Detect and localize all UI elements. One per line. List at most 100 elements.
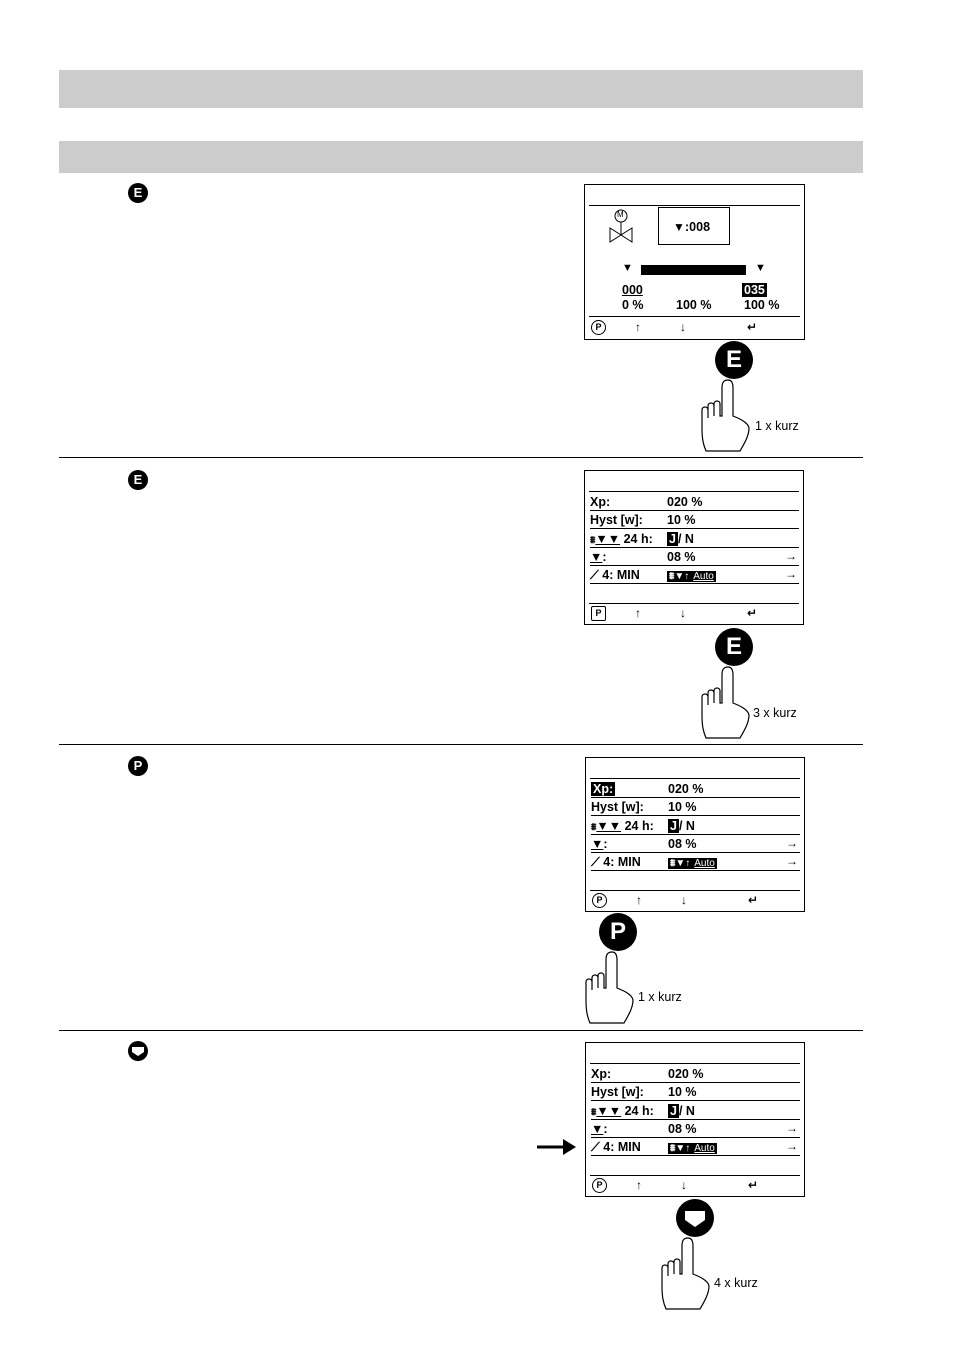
step-divider [59,1030,863,1031]
arrow-up-icon: ↑ [636,893,642,907]
param-label: 4: MIN [603,855,641,869]
option-j: J [668,819,679,833]
param-label: 24 h: [624,819,654,833]
param-row[interactable]: Hyst [w]:10 % [591,798,800,816]
step-1: E [59,172,863,458]
param-label: : [603,1122,608,1136]
enter-icon: ↵ [748,1178,759,1192]
param-row[interactable]: ⩩▼▼ 24 h:J/ N [590,530,799,548]
mode-indicator: ⩩▼↑ [668,858,693,869]
press-caption: 4 x kurz [714,1276,758,1290]
arrow-right-icon: → [786,1139,798,1153]
min-marker-icon: ▼ [622,262,633,274]
param-value: / N [677,532,694,546]
param-value: Auto [691,571,716,582]
hand-icon [585,951,634,1024]
key-p-icon: P [128,756,148,776]
box-value: :008 [685,220,711,234]
param-row[interactable]: ⟋ 4: MIN ⩩▼↑Auto → [591,853,800,871]
lcd-footer: P↑↓↵ [589,606,799,622]
enter-icon: ↵ [747,606,758,620]
param-row[interactable]: ▼:08 %→ [591,1120,800,1138]
param-label: Xp: [591,1067,612,1081]
key-down-icon [128,1041,148,1061]
step-divider [59,744,863,745]
param-value: 08 % [668,1122,697,1136]
param-value: 020 % [667,495,703,509]
arrow-up-icon: ↑ [635,606,641,620]
hand-icon [661,1237,710,1310]
lcd-footer: P ↑ ↓ ↵ [589,320,800,336]
prog-icon: P [591,320,606,335]
param-value: 08 % [667,550,696,564]
ramp-icon: ⟋ [591,1140,600,1154]
param-value: 08 % [668,837,697,851]
press-button-down[interactable] [676,1199,714,1237]
param-label: : [602,550,607,564]
valve-marker-icon: ▼ [591,837,604,851]
pump-icon: ⩩ [591,1107,597,1118]
arrow-down-key-icon [685,1211,705,1227]
lcd-param-screen: Xp: 020 % Hyst [w]:10 %⩩▼▼ 24 h:J/ N ▼: 08 %… [584,470,804,625]
section-band [59,141,863,173]
param-row[interactable]: ▼: 08 % → [590,548,799,566]
press-caption: 1 x kurz [755,419,799,433]
param-row[interactable]: ⟋ 4: MIN⩩▼↑Auto→ [590,566,799,584]
valve-icon [609,209,633,243]
press-button-e[interactable]: E [715,341,753,379]
valve-marker-icon: ▼▼ [595,532,621,546]
arrow-up-icon: ↑ [636,1178,642,1192]
param-row[interactable]: Xp:020 % [591,1065,800,1083]
arrow-right-icon: → [786,854,798,868]
step-3: P [59,745,863,1031]
param-row[interactable]: Xp:020 % [591,780,800,798]
max-marker-icon: ▼ [755,262,766,274]
param-value: / N [678,1104,695,1118]
press-button-p[interactable]: P [599,913,637,951]
arrow-right-icon: → [785,549,797,563]
param-value: 020 % [668,782,704,796]
press-caption: 1 x kurz [638,990,682,1004]
position-bar [641,265,746,275]
hand-icon [701,379,750,452]
valve-marker-icon: ▼ [590,550,603,564]
param-row[interactable]: Hyst [w]:10 % [591,1083,800,1101]
lcd-valve-screen: M ▼ :008 ▼ ▼ 000 035 0 % 100 % 100 % P ↑… [584,184,805,340]
step-divider [59,457,863,458]
motor-label: M [617,210,624,219]
pct-right: 100 % [744,298,780,312]
param-label: 4: MIN [602,568,640,582]
pump-icon: ⩩ [590,535,596,546]
param-row[interactable]: Hyst [w]:10 % [590,511,799,529]
param-value: 10 % [667,513,696,527]
arrow-up-icon: ↑ [635,320,641,334]
pct-left: 0 % [622,298,644,312]
valve-marker-icon: ▼▼ [596,1104,622,1118]
pointer-arrow-icon [537,1139,576,1155]
value-box: ▼ :008 [658,207,730,245]
press-button-e[interactable]: E [715,628,753,666]
option-j: J [667,532,678,546]
param-row[interactable]: ⩩▼▼ 24 h:J/ N [591,817,800,835]
param-row[interactable]: ⟋ 4: MIN⩩▼↑Auto→ [591,1138,800,1156]
arrow-right-icon: → [786,836,798,850]
option-j: J [668,1104,679,1118]
right-value: 035 [742,283,767,297]
enter-icon: ↵ [747,320,758,334]
pct-mid: 100 % [676,298,712,312]
param-value: / N [678,819,695,833]
key-e-icon: E [128,470,148,490]
param-value: Auto [692,858,717,869]
lcd-footer: P↑↓↵ [590,1178,800,1194]
step-2: E [59,459,863,745]
ramp-icon: ⟋ [591,855,600,869]
enter-icon: ↵ [748,893,759,907]
param-row[interactable]: Xp: 020 % [590,493,799,511]
lcd-param-screen: Xp:020 %Hyst [w]:10 %⩩▼▼ 24 h:J/ N▼:08 %… [585,1042,805,1197]
arrow-down-icon: ↓ [681,893,687,907]
param-row[interactable]: ▼:08 %→ [591,835,800,853]
left-value: 000 [622,283,643,297]
param-label: Xp: [590,495,611,509]
step-4 [59,1030,863,1316]
param-row[interactable]: ⩩▼▼ 24 h:J/ N [591,1102,800,1120]
